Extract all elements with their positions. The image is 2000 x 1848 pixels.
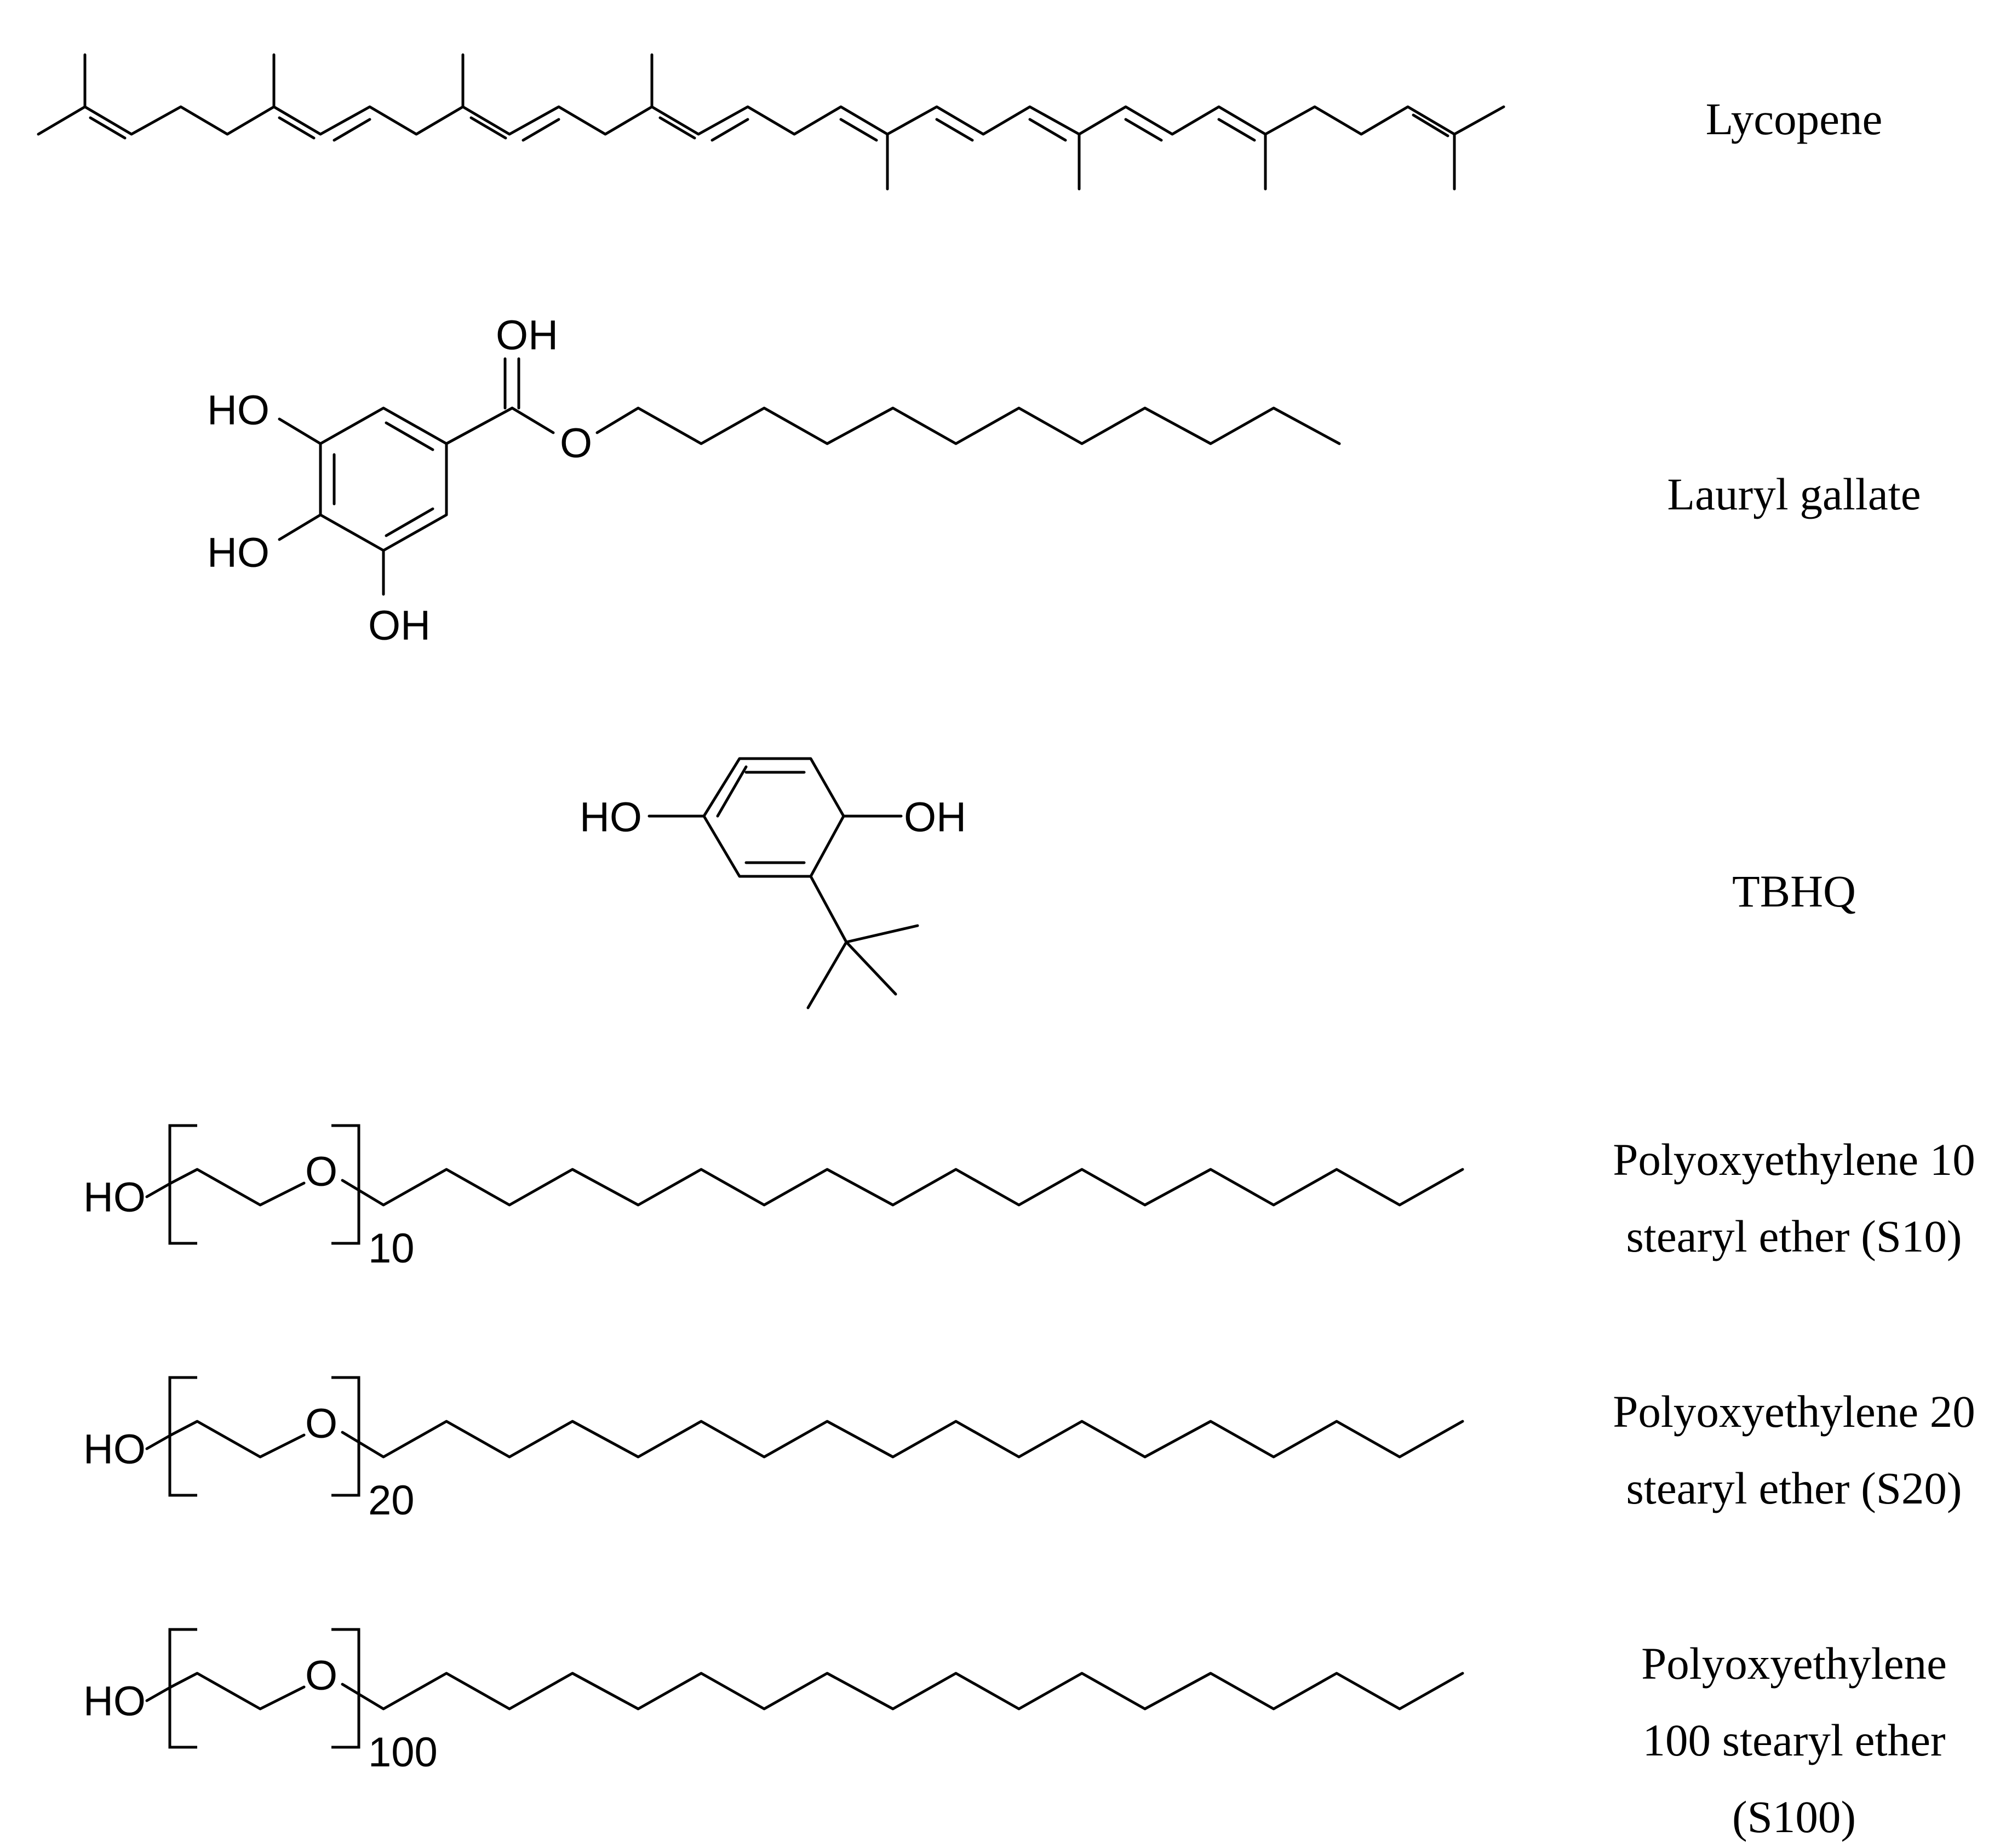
lycopene-double-bond-4	[469, 116, 507, 140]
lauryl-gallate-structure: HO HO OH OH O	[207, 312, 1341, 649]
s100-repeat-count: 100	[368, 1729, 438, 1776]
s20-right-bracket	[331, 1376, 360, 1497]
s10-ether-o-label: O	[305, 1149, 337, 1195]
s100-structure: HO O 100	[83, 1628, 1464, 1776]
lauryl-gallate-oh-label-bottom: OH	[368, 602, 431, 649]
s100-ho-label: HO	[83, 1678, 146, 1725]
compound-name-lycopene: Lycopene	[1706, 94, 1883, 144]
s20-ether-o-label: O	[305, 1401, 337, 1447]
s20-stearyl-chain	[341, 1420, 1464, 1459]
s100-left-bracket	[168, 1628, 197, 1749]
tbhq-oh-label-right: OH	[904, 794, 966, 841]
s10-stearyl-chain	[341, 1168, 1464, 1207]
lycopene-double-bond-8	[839, 118, 878, 142]
s10-ho-label: HO	[83, 1174, 146, 1221]
lycopene-double-bond-7	[710, 118, 749, 142]
compound-name-s10-line1: Polyoxyethylene 10	[1613, 1134, 1975, 1185]
lycopene-main-chain	[37, 105, 1505, 136]
s20-left-bracket	[168, 1376, 197, 1497]
s10-left-bracket	[168, 1124, 197, 1245]
tbhq-structure: HO OH	[580, 757, 966, 1009]
lauryl-gallate-oh-bond-middle	[278, 513, 322, 541]
lauryl-gallate-carbonyl-bond	[445, 406, 514, 445]
lycopene-double-bond-6	[658, 116, 696, 140]
lycopene-double-bond-11	[1124, 118, 1163, 142]
compound-name-s100-line3: (S100)	[1732, 1792, 1856, 1842]
lycopene-double-bond-1	[89, 116, 127, 140]
lauryl-gallate-lauryl-chain	[595, 406, 1341, 445]
lycopene-double-bond-9	[935, 118, 974, 142]
lauryl-gallate-ester-o-label: O	[560, 420, 592, 467]
s20-structure: HO O 20	[83, 1376, 1464, 1524]
tbhq-oh-label-left: HO	[580, 794, 642, 841]
s20-ho-label: HO	[83, 1426, 146, 1473]
lauryl-gallate-oh-bond-top	[278, 417, 322, 445]
s100-stearyl-chain	[341, 1672, 1464, 1711]
lycopene-double-bond-12	[1217, 118, 1256, 142]
tbhq-tert-butyl-methyl-1	[845, 924, 919, 944]
s10-right-bracket	[331, 1124, 360, 1245]
lauryl-gallate-ester-bond	[511, 406, 555, 434]
lycopene-double-bond-13	[1412, 113, 1449, 137]
lauryl-gallate-benzene-ring	[319, 406, 448, 552]
compound-name-s20-line2: stearyl ether (S20)	[1626, 1463, 1962, 1513]
s100-ether-o-label: O	[305, 1652, 337, 1699]
lauryl-gallate-acid-oh-label: OH	[496, 312, 558, 359]
s20-ho-bond	[145, 1433, 173, 1450]
compound-name-s20-line1: Polyoxyethylene 20	[1613, 1386, 1975, 1437]
s20-ethylene-unit	[169, 1420, 306, 1459]
s10-ho-bond	[145, 1181, 173, 1198]
s10-repeat-count: 10	[368, 1225, 415, 1272]
s20-repeat-count: 20	[368, 1477, 415, 1524]
lycopene-double-bond-10	[1028, 118, 1067, 142]
lycopene-structure	[37, 53, 1505, 191]
lauryl-gallate-oh-label-middle: HO	[207, 530, 270, 576]
compound-name-s100-line1: Polyoxyethylene	[1641, 1638, 1947, 1689]
compound-name-s10-line2: stearyl ether (S10)	[1626, 1211, 1962, 1261]
compound-name-lauryl-gallate: Lauryl gallate	[1667, 469, 1921, 519]
lycopene-double-bond-2	[278, 116, 316, 140]
lauryl-gallate-ring-double-2	[385, 507, 434, 537]
s10-structure: HO O 10	[83, 1124, 1464, 1272]
compound-names: Lycopene Lauryl gallate TBHQ Polyoxyethy…	[1613, 94, 1975, 1842]
s10-ethylene-unit	[169, 1168, 306, 1207]
s100-right-bracket	[331, 1628, 360, 1749]
tbhq-tert-butyl-bond	[809, 875, 848, 944]
s100-ho-bond	[145, 1685, 173, 1702]
tbhq-benzene-ring	[702, 757, 845, 878]
tbhq-ring-double-3	[716, 765, 748, 818]
tbhq-tert-butyl-methyl-3	[845, 940, 897, 996]
lycopene-double-bond-3	[333, 118, 371, 142]
lauryl-gallate-oh-label-top: HO	[207, 387, 270, 434]
tbhq-tert-butyl-methyl-2	[806, 940, 848, 1009]
lycopene-double-bond-5	[522, 118, 560, 142]
compound-name-s100-line2: 100 stearyl ether	[1642, 1715, 1945, 1765]
s100-ethylene-unit	[169, 1672, 306, 1711]
compound-name-tbhq: TBHQ	[1732, 866, 1856, 916]
lauryl-gallate-ring-double-1	[385, 421, 434, 451]
